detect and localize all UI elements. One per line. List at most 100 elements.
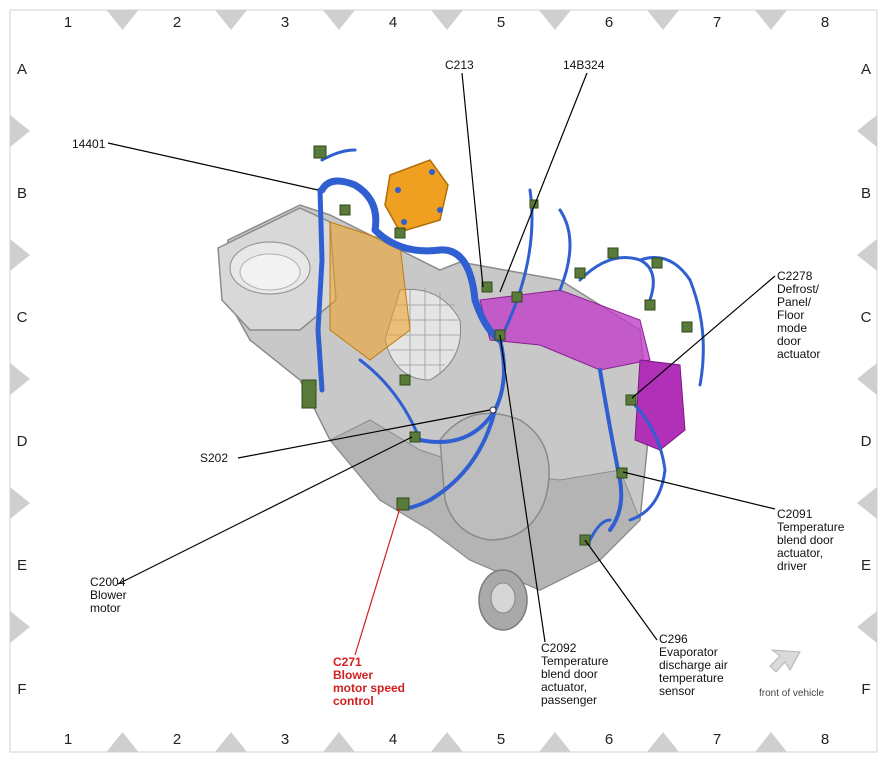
callout-c213: C213 [445, 58, 474, 72]
magenta-mode-actuator [634, 359, 686, 451]
grid-boundary-marker [10, 239, 30, 271]
callout-line: driver [777, 559, 807, 573]
front-arrow-icon [769, 649, 801, 673]
orange-control-module [384, 159, 449, 233]
blower-inlet-inner [239, 253, 301, 291]
callout-line: Panel/ [777, 295, 812, 309]
grid-row-label: C [17, 309, 28, 326]
grid-row-label: E [861, 557, 871, 574]
grid-row-label: A [861, 61, 871, 78]
grid-row-label: D [861, 433, 872, 450]
callout-line: motor [90, 601, 121, 615]
grid-boundary-marker [857, 239, 877, 271]
blower-motor-scroll [439, 412, 550, 541]
grid-markers [10, 10, 877, 752]
callout-line: sensor [659, 684, 695, 698]
callout-line: Defrost/ [777, 282, 820, 296]
grid-column-label: 4 [389, 731, 397, 748]
grid-boundary-marker [10, 487, 30, 519]
grid-boundary-marker [106, 10, 139, 30]
callout-line: passenger [541, 693, 597, 707]
grid-row-label: A [17, 61, 27, 78]
grid-boundary-marker [431, 10, 463, 30]
grid-column-label: 4 [389, 14, 397, 31]
callout-line: C2004 [90, 575, 126, 589]
grid-boundary-marker [857, 611, 877, 643]
grid-column-label: 2 [173, 731, 181, 748]
callout-14b324: 14B324 [563, 58, 605, 72]
callout-line: temperature [659, 671, 724, 685]
callout-s202: S202 [200, 451, 228, 465]
callout-line: C2091 [777, 507, 813, 521]
grid-boundary-marker [539, 732, 571, 752]
grid-boundary-marker [10, 363, 30, 395]
grid-row-label: B [17, 185, 27, 202]
grid-column-label: 1 [64, 14, 72, 31]
callout-line: blend door [541, 667, 598, 681]
front-of-vehicle-label: front of vehicle [759, 688, 824, 699]
grid-column-label: 7 [713, 731, 721, 748]
callout-line: Temperature [541, 654, 609, 668]
callout-14401: 14401 [72, 137, 106, 151]
callout-line: 14B324 [563, 58, 605, 72]
callout-line: control [333, 694, 374, 708]
grid-column-label: 6 [605, 14, 613, 31]
grid-column-label: 7 [713, 14, 721, 31]
grid-column-label: 8 [821, 14, 829, 31]
callout-line: C2092 [541, 641, 577, 655]
grid-column-label: 8 [821, 731, 829, 748]
grid-column-label: 1 [64, 731, 72, 748]
grid-row-label: F [17, 681, 26, 698]
callout-line: discharge air [659, 658, 728, 672]
grid-boundary-marker [755, 732, 787, 752]
callout-line: 14401 [72, 137, 106, 151]
grid-boundary-marker [323, 732, 355, 752]
grid-boundary-marker [106, 732, 139, 752]
callout-line: Temperature [777, 520, 845, 534]
grid-boundary-marker [857, 487, 877, 519]
grid-boundary-marker [857, 115, 877, 147]
grid-boundary-marker [215, 10, 247, 30]
callout-line: mode [777, 321, 807, 335]
callout-line: C271 [333, 655, 362, 669]
callout-line: actuator [777, 347, 820, 361]
callout-line: C296 [659, 632, 688, 646]
grid-boundary-marker [10, 611, 30, 643]
grid-row-label: C [861, 309, 872, 326]
splice-s202 [489, 406, 497, 414]
callout-line: Blower [333, 668, 373, 682]
grid-column-label: 3 [281, 731, 289, 748]
callout-line: blend door [777, 533, 834, 547]
grid-row-label: D [17, 433, 28, 450]
leader-lines [107, 72, 776, 656]
callout-line: S202 [200, 451, 228, 465]
grid-boundary-marker [647, 732, 679, 752]
callout-line: Blower [90, 588, 127, 602]
front-of-vehicle-indicator: front of vehicle [759, 649, 824, 699]
grid-boundary-marker [647, 10, 679, 30]
grid-boundary-marker [10, 115, 30, 147]
grid-row-label: F [861, 681, 870, 698]
grid-column-label: 3 [281, 14, 289, 31]
callout-line: C2278 [777, 269, 813, 283]
grid-row-label: E [17, 557, 27, 574]
callout-line: Floor [777, 308, 804, 322]
callout-line: motor speed [333, 681, 405, 695]
grid-boundary-marker [431, 732, 463, 752]
grid-boundary-marker [857, 363, 877, 395]
grid-column-label: 2 [173, 14, 181, 31]
callout-line: door [777, 334, 801, 348]
blower-motor-hub [490, 582, 516, 614]
grid-boundary-marker [215, 732, 247, 752]
grid-column-label: 5 [497, 14, 505, 31]
grid-row-label: B [861, 185, 871, 202]
callout-line: Evaporator [659, 645, 718, 659]
grid-column-label: 5 [497, 731, 505, 748]
grid-boundary-marker [755, 10, 787, 30]
